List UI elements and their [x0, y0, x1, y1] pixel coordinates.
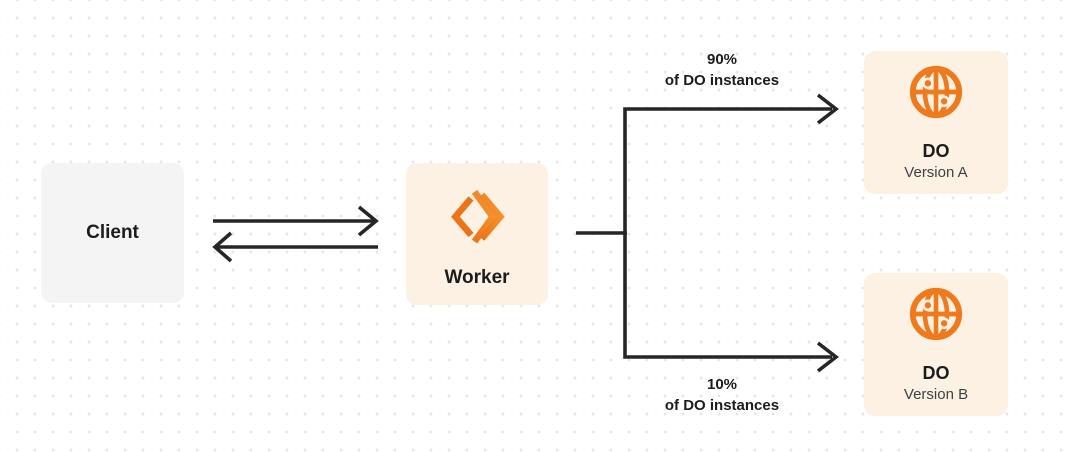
do-b-title: DO [922, 363, 950, 383]
do-a-title: DO [922, 141, 950, 161]
route-label-bottom: 10% of DO instances [612, 374, 832, 416]
client-label: Client [86, 222, 139, 243]
route-bottom-percent: 10% [706, 376, 738, 393]
do-b-subtitle: Version B [903, 386, 969, 403]
client-node: Client [41, 163, 184, 303]
do-a-subtitle: Version A [904, 164, 968, 181]
arrow-client-to-worker [213, 205, 379, 237]
globe-icon [909, 287, 963, 341]
arrowhead-to-version-b [816, 341, 839, 373]
arrowhead-to-version-a [816, 93, 839, 125]
arrow-worker-to-client [212, 231, 378, 263]
route-bottom-caption: of DO instances [664, 397, 780, 414]
workers-chevrons-icon [451, 189, 505, 244]
do-version-b-node: DO Version B [864, 273, 1008, 416]
route-label-top: 90% of DO instances [612, 49, 832, 91]
connector-branch [623, 107, 832, 359]
globe-icon [909, 65, 963, 119]
worker-label: Worker [444, 267, 510, 288]
route-top-caption: of DO instances [664, 72, 780, 89]
do-version-a-node: DO Version A [864, 51, 1008, 194]
route-top-percent: 90% [706, 51, 738, 68]
worker-node: Worker [406, 163, 548, 305]
